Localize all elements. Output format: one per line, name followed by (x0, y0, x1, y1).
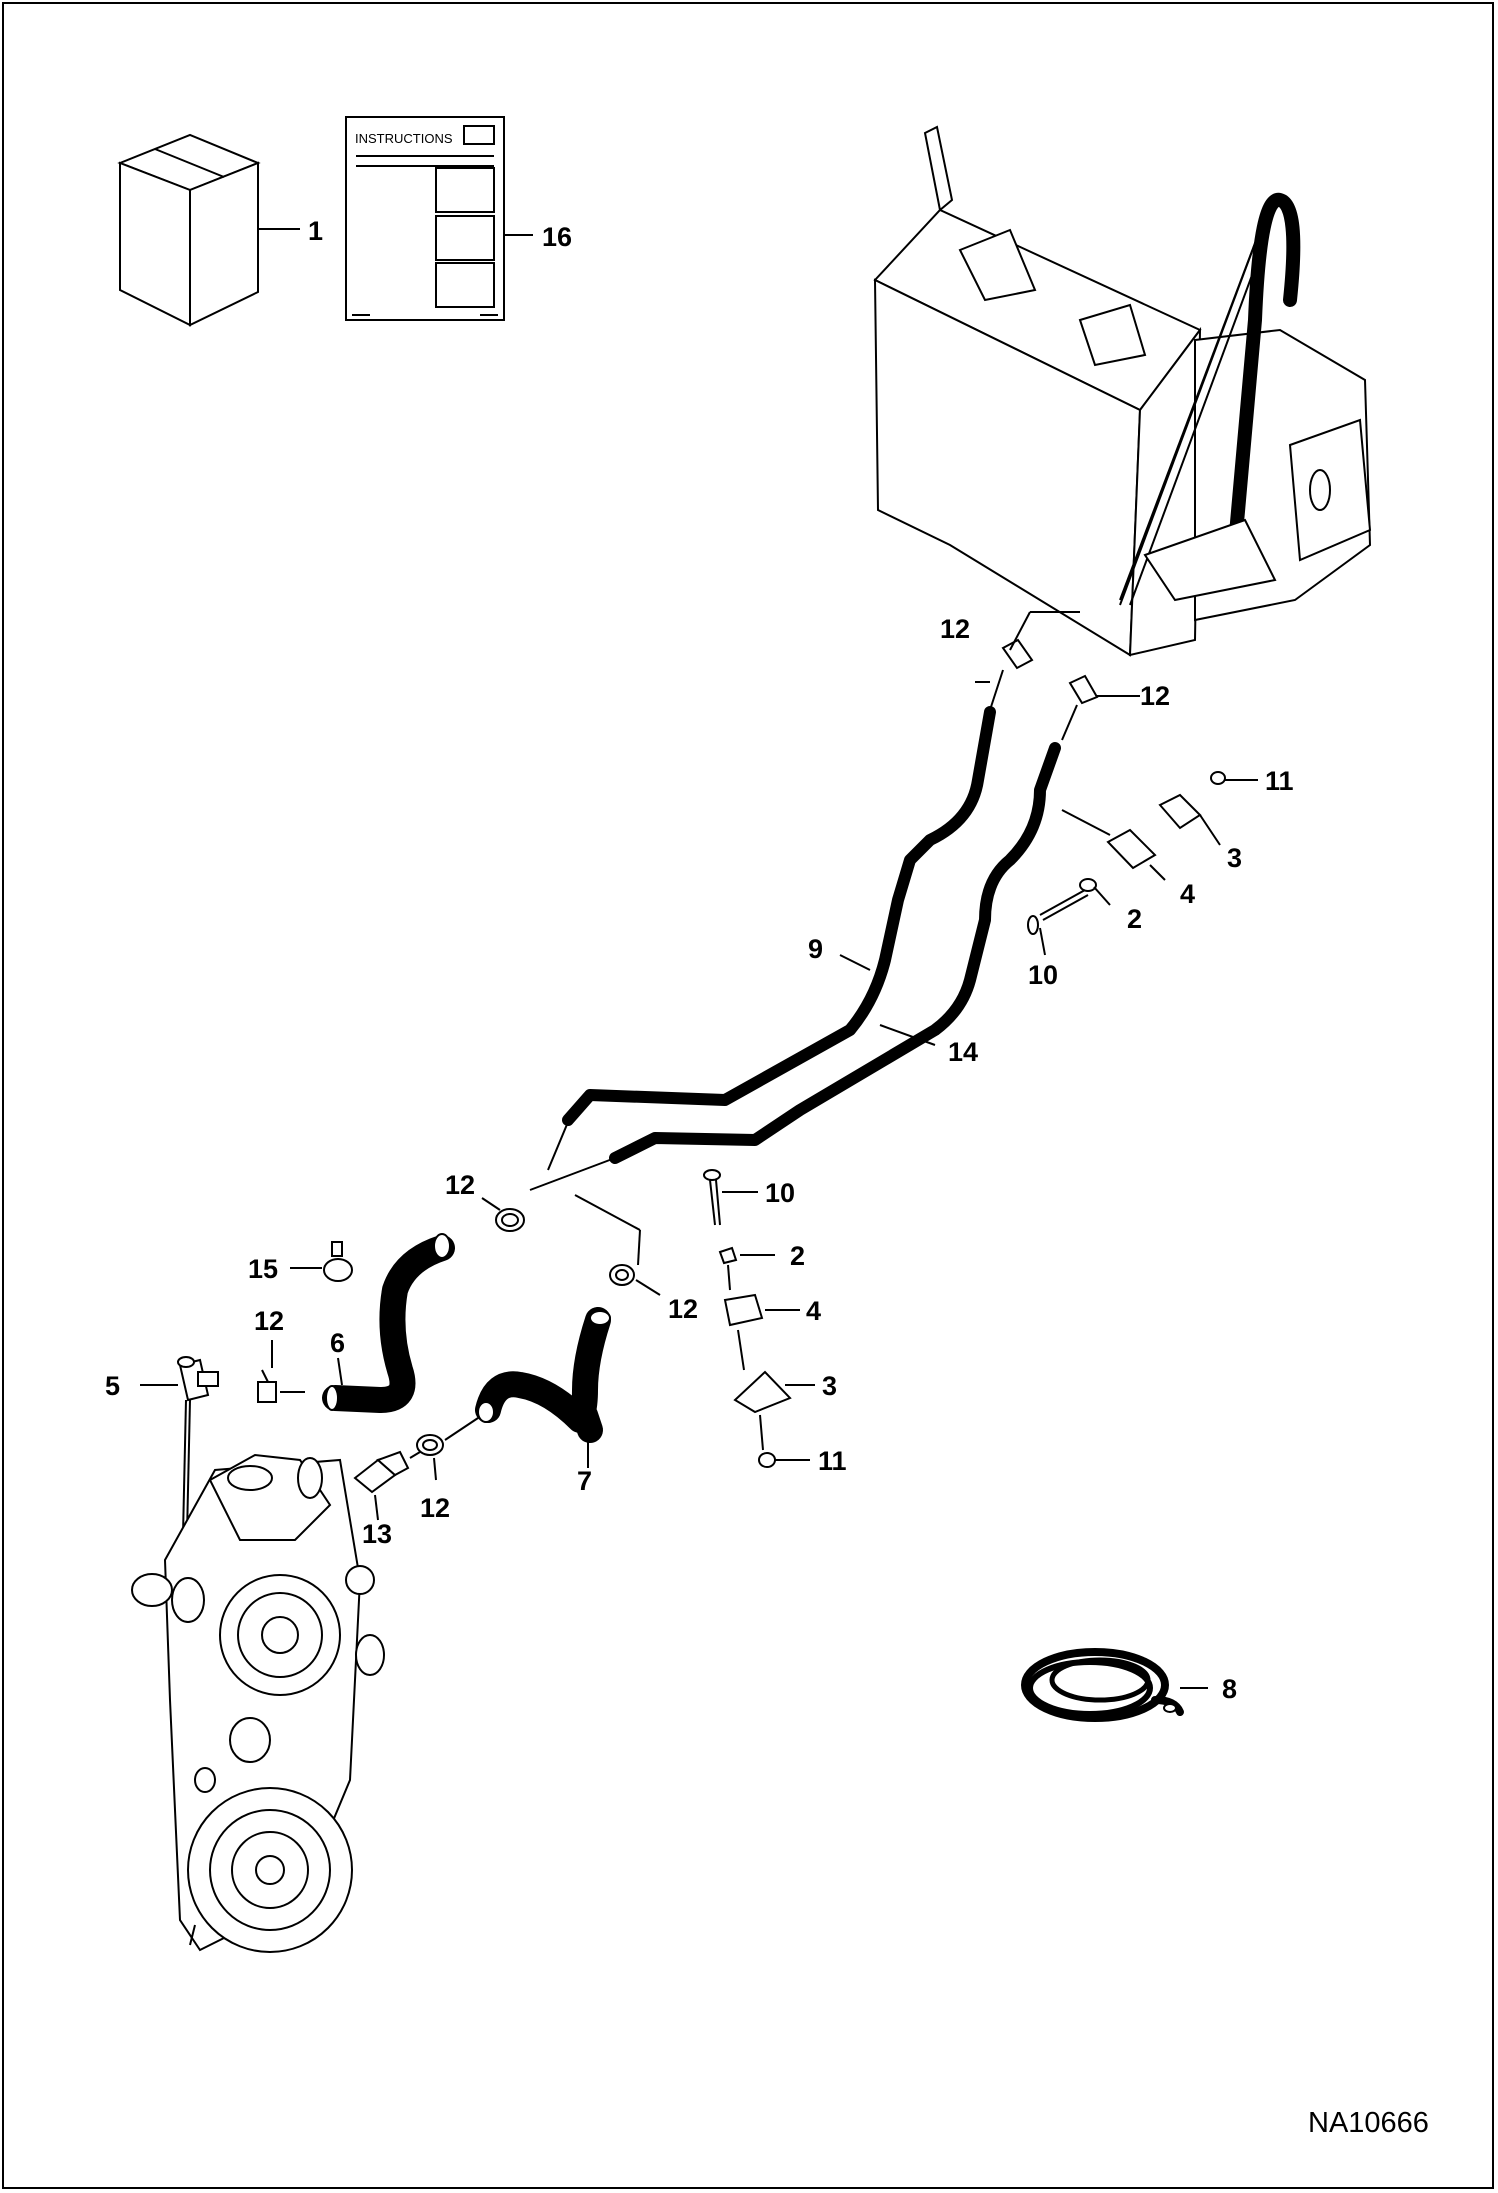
callout-6: 6 (330, 1328, 345, 1358)
clamp-upper-left (1001, 638, 1034, 670)
clamp-mid-left (495, 1208, 525, 1232)
callout-7: 7 (577, 1466, 592, 1496)
callout-10-upper: 10 (1028, 960, 1058, 990)
leader-6 (337, 1357, 343, 1386)
callout-1: 1 (308, 216, 323, 246)
bracket-line-2 (1009, 611, 1031, 651)
callout-15: 15 (248, 1254, 278, 1284)
leader-14 (879, 1024, 936, 1046)
callout-11-upper: 11 (1265, 766, 1294, 796)
hose-coil-8 (1021, 1648, 1184, 1722)
callout-4-lower: 4 (806, 1296, 821, 1326)
callout-12-mid-left: 12 (445, 1170, 475, 1200)
callout-3-lower: 3 (822, 1371, 837, 1401)
callout-16: 16 (542, 222, 572, 252)
leader-12a (989, 669, 1004, 711)
leader-2a (1093, 886, 1111, 906)
callout-9: 9 (808, 934, 823, 964)
callout-13: 13 (362, 1519, 392, 1549)
join-bracket (574, 1194, 641, 1231)
callout-2-lower: 2 (790, 1241, 805, 1271)
clamp-upper-right (1068, 674, 1099, 705)
callout-14: 14 (948, 1037, 978, 1067)
leader-12e (635, 1279, 661, 1296)
leader-4a (1149, 864, 1166, 881)
instructions-sheet-title: INSTRUCTIONS (355, 131, 453, 146)
leader-12f (433, 1457, 437, 1481)
callout-3-upper: 3 (1227, 843, 1242, 873)
nipple-13 (353, 1450, 410, 1494)
callout-12-upper-left: 12 (940, 614, 970, 644)
leader-10a (1039, 927, 1046, 956)
leader-9 (839, 954, 871, 971)
callout-12-left: 12 (254, 1306, 284, 1336)
clamp-lower (416, 1434, 444, 1456)
tube-14 (609, 742, 1061, 1164)
clamp-mid-right (609, 1264, 635, 1286)
leader-3a (1199, 814, 1221, 846)
leader-13 (374, 1494, 379, 1521)
reference-code: NA10666 (1308, 2107, 1429, 2139)
hardware-upper-set (1027, 771, 1226, 935)
callout-12-mid-right: 12 (668, 1294, 698, 1324)
join-tube14 (529, 1157, 616, 1191)
callout-12-lower: 12 (420, 1493, 450, 1523)
join-tube9 (547, 1121, 569, 1171)
part-box-kit (117, 133, 261, 327)
hardware-lower-set (703, 1169, 792, 1468)
callout-8: 8 (1222, 1674, 1237, 1704)
join-clamp-lower (444, 1417, 479, 1441)
callout-11-lower: 11 (818, 1446, 847, 1476)
part-heater-box (873, 125, 1372, 657)
leader-12b-lower (1061, 704, 1078, 741)
join-bracket-2 (637, 1229, 641, 1266)
elbow-fitting-5 (177, 1356, 219, 1402)
callout-4-upper: 4 (1180, 879, 1195, 909)
clamp-left-fitting (257, 1369, 277, 1403)
clip-15 (323, 1241, 353, 1282)
hose-6 (322, 1233, 455, 1413)
callout-5: 5 (105, 1371, 120, 1401)
engine (131, 1453, 385, 1953)
tube-9 (562, 706, 996, 1126)
leader-12c (481, 1197, 501, 1211)
callout-10-lower: 10 (765, 1178, 795, 1208)
hose-7 (475, 1307, 611, 1443)
part-instructions-sheet: INSTRUCTIONS (345, 116, 505, 321)
callout-12-upper-right: 12 (1140, 681, 1170, 711)
callout-2-upper: 2 (1127, 904, 1142, 934)
join-nipple (409, 1451, 421, 1459)
